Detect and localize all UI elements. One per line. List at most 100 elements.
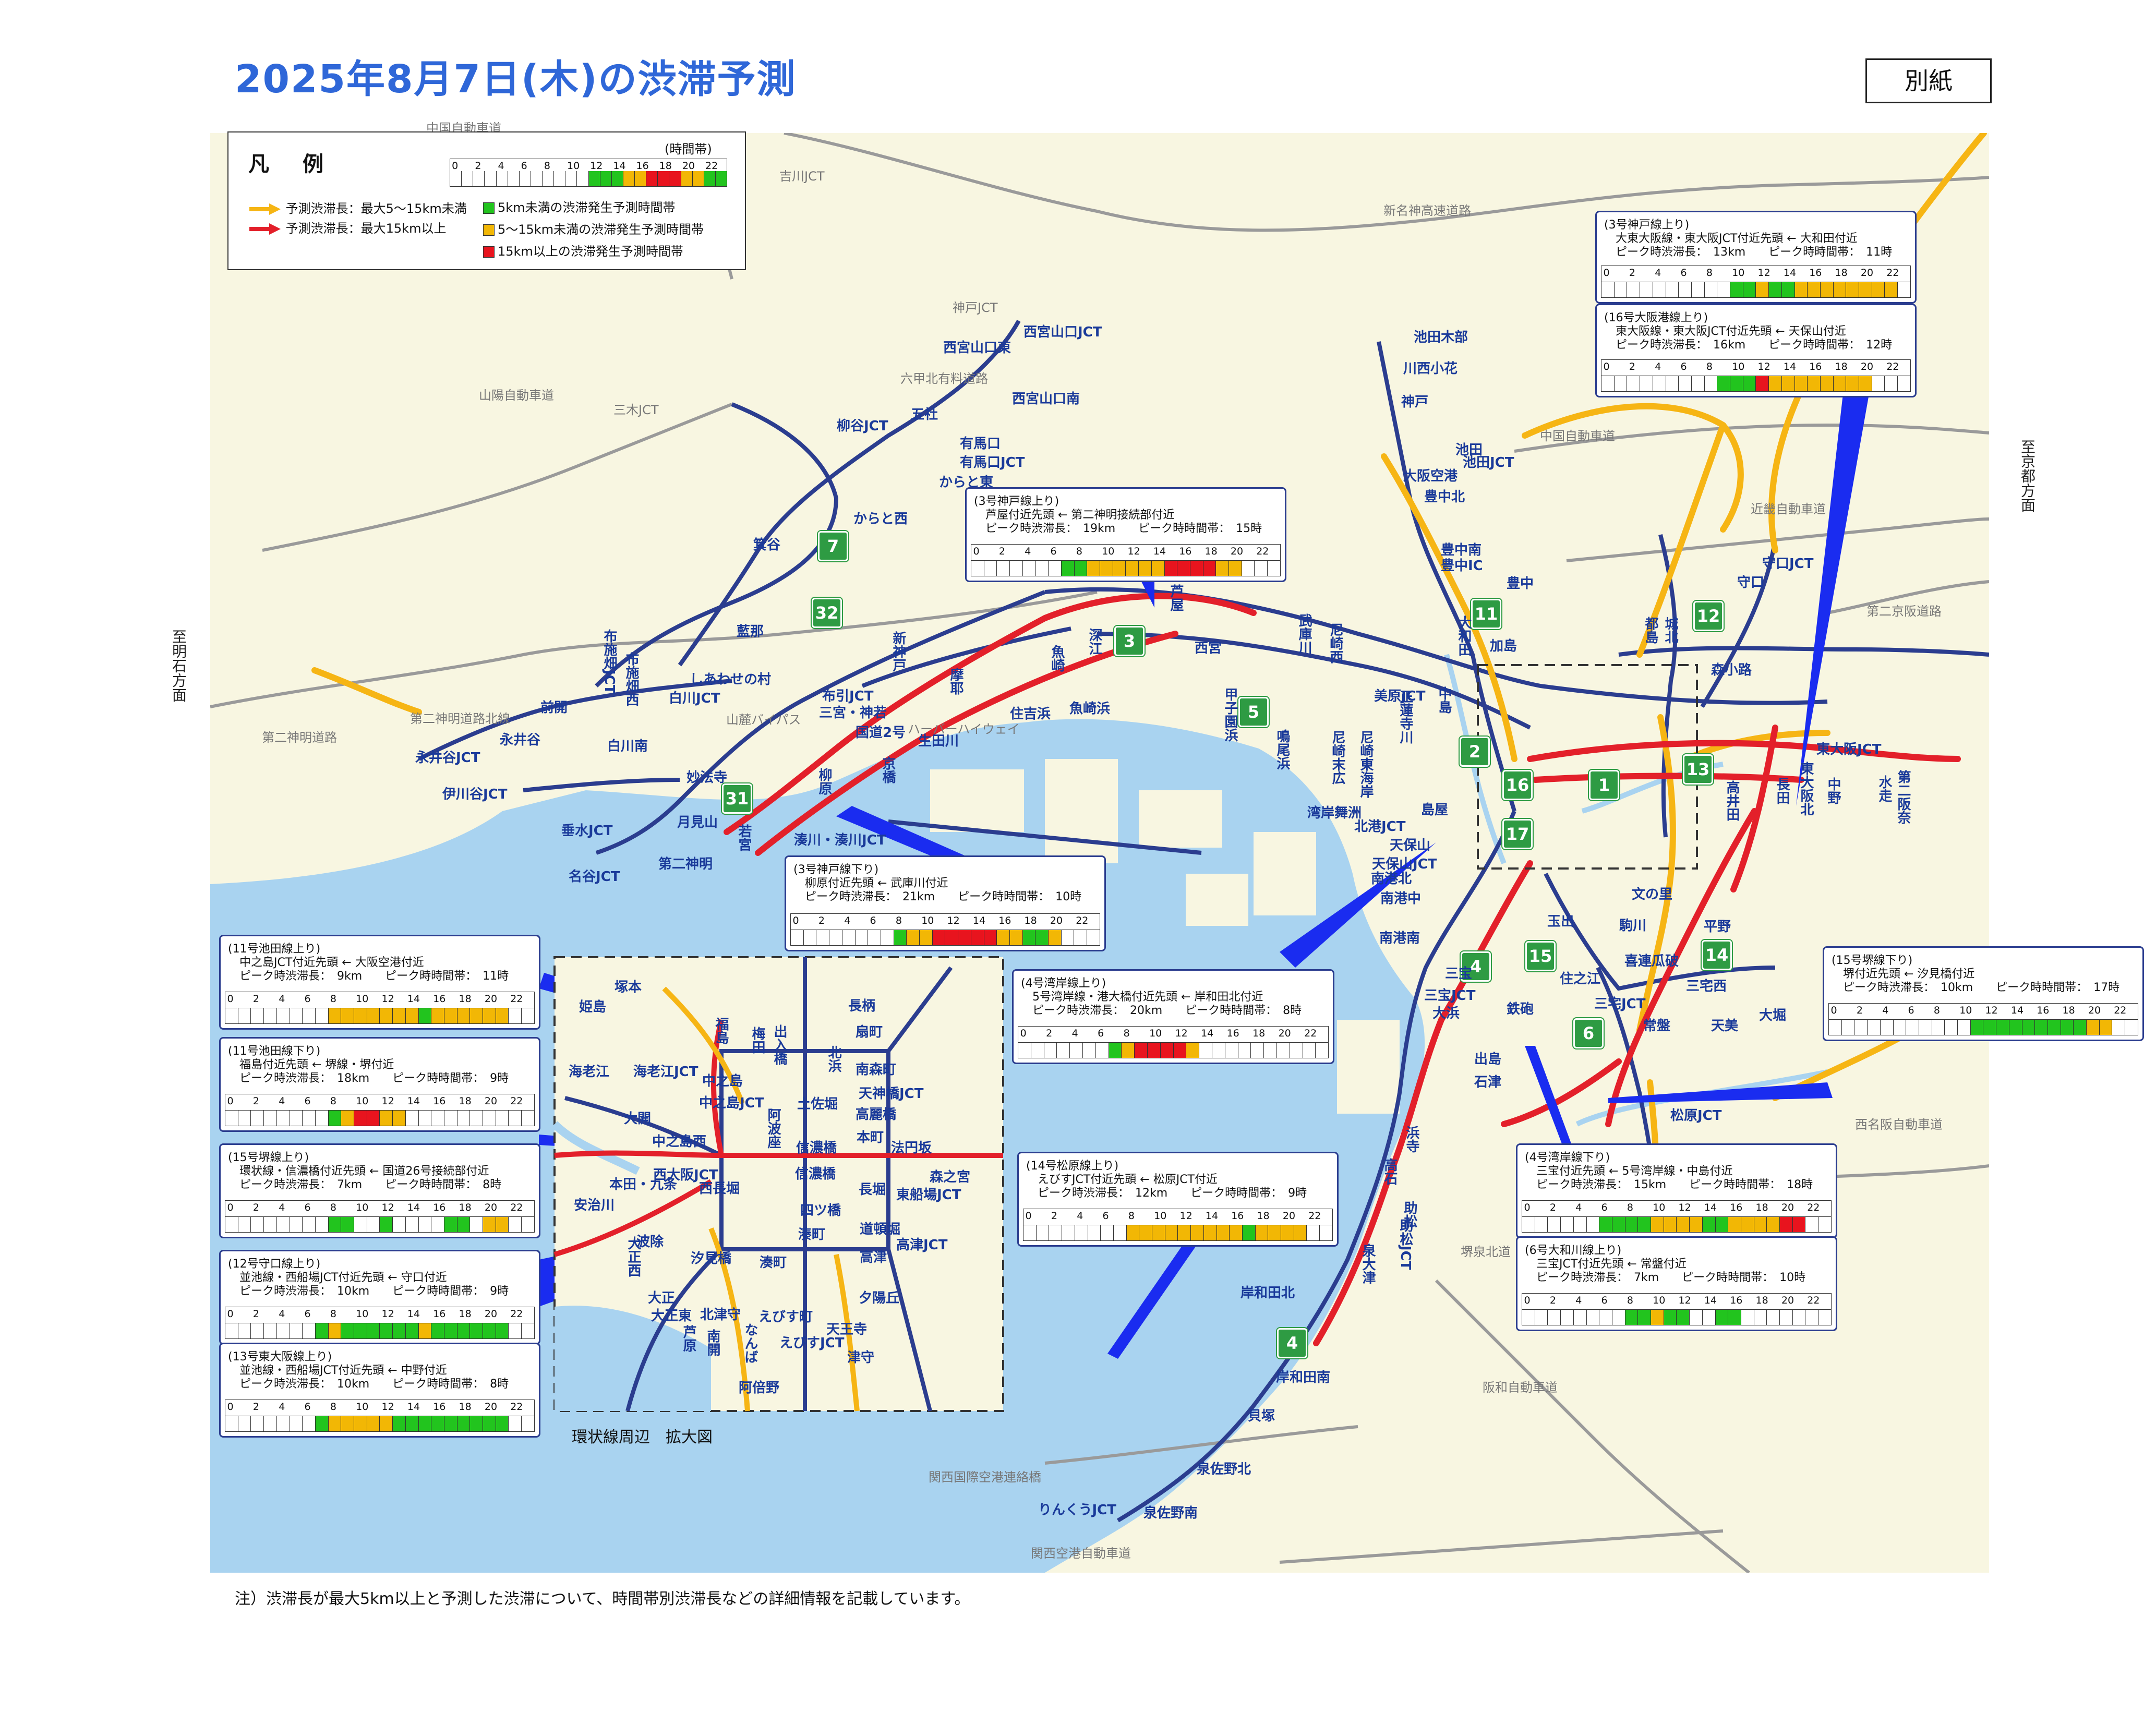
hour-tick: 20 — [682, 160, 695, 172]
road-label: 第二京阪道路 — [1866, 604, 1942, 619]
hour-cell — [483, 1111, 496, 1126]
station-label: 浜寺 — [1404, 1126, 1419, 1153]
hour-tick: 0 — [1025, 1210, 1032, 1222]
hour-tick: 20 — [484, 993, 498, 1005]
hour-cell — [1829, 1020, 1842, 1035]
hour-tick: 20 — [1282, 1210, 1296, 1222]
station-label: 三宮・神若 — [819, 705, 887, 721]
hour-cell — [431, 1416, 444, 1431]
hour-cell — [1586, 1217, 1600, 1232]
hour-tick: 16 — [1730, 1202, 1743, 1213]
route-shield: 16 — [1502, 770, 1533, 800]
hour-tick: 12 — [1678, 1202, 1691, 1213]
hour-cell — [1767, 1217, 1780, 1232]
hour-tick: 8 — [330, 1202, 336, 1213]
hour-tick: 12 — [1175, 1028, 1188, 1039]
hour-cell — [470, 1416, 484, 1431]
hour-tick: 22 — [1256, 546, 1269, 557]
hour-tick: 22 — [510, 1308, 523, 1320]
hour-cell — [1717, 376, 1731, 391]
legend-green: 5km未満の渋滞発生予測時間帯 — [483, 197, 676, 215]
inset-label: 波除 — [636, 1234, 664, 1250]
station-label: 大和田 — [1456, 616, 1472, 656]
hour-cell — [1548, 1310, 1561, 1325]
road-label: 六甲北有料道路 — [900, 371, 988, 386]
route-shield: 15 — [1525, 941, 1556, 971]
inset-label: えびす町 — [758, 1309, 813, 1325]
station-label: 豊中北 — [1424, 489, 1465, 505]
inset-label: 高麗橋 — [856, 1107, 897, 1123]
hour-cell — [1101, 1225, 1114, 1240]
station-label: 鉄砲 — [1507, 1002, 1534, 1017]
hour-cell — [1022, 930, 1036, 945]
hour-cell — [519, 171, 531, 186]
hour-cell — [1704, 376, 1718, 391]
road-label: 山陽自動車道 — [479, 388, 554, 403]
hour-cell — [225, 1111, 238, 1126]
station-label: 前開 — [540, 700, 568, 716]
hour-cell — [1833, 376, 1847, 391]
hour-cell — [315, 1217, 329, 1232]
station-label: 第二神明 — [658, 857, 713, 872]
inset-label: 天王寺 — [826, 1322, 868, 1337]
hour-cell — [1075, 1225, 1088, 1240]
hour-cell — [1190, 561, 1203, 576]
inset-label: 西長堀 — [699, 1181, 740, 1197]
inset-label: 信濃橋 — [795, 1166, 836, 1182]
hour-tick: 10 — [1732, 361, 1745, 372]
hour-cell — [2074, 1020, 2087, 1035]
hour-cell — [1872, 376, 1885, 391]
hour-cell — [431, 1217, 444, 1232]
hour-tick: 16 — [1179, 546, 1192, 557]
hour-cell — [290, 1008, 303, 1023]
hour-tick: 16 — [636, 160, 649, 172]
station-label: 白川JCT — [669, 691, 720, 706]
hour-tick: 10 — [1959, 1005, 1972, 1016]
inset-label: 高津 — [860, 1250, 887, 1265]
time-grid-cells — [225, 1416, 534, 1431]
hour-cell — [1268, 561, 1280, 576]
hour-tick: 18 — [1835, 361, 1848, 372]
hour-cell — [600, 171, 612, 186]
station-label: 池田木部 — [1414, 330, 1468, 345]
station-label: 岸和田南 — [1276, 1370, 1331, 1385]
station-label: 武庫川 — [1296, 613, 1312, 654]
hour-cell — [1601, 376, 1615, 391]
hour-cell — [405, 1323, 419, 1338]
inset-label: 姫島 — [579, 999, 607, 1015]
hour-cell — [1203, 561, 1216, 576]
route-shield: 3 — [1114, 626, 1145, 656]
hour-cell — [341, 1008, 355, 1023]
hour-tick: 18 — [459, 1095, 472, 1107]
hour-tick: 0 — [1524, 1202, 1531, 1213]
hour-cell — [431, 1111, 444, 1126]
hour-cell — [1294, 1225, 1307, 1240]
hour-cell — [1754, 1310, 1767, 1325]
inset-label: 扇町 — [856, 1024, 883, 1040]
hour-tick: 16 — [998, 915, 1011, 926]
hour-cell — [635, 171, 647, 186]
road-label: ハーバーハイウェイ — [908, 722, 1020, 737]
hour-cell — [328, 1111, 342, 1126]
hour-tick: 16 — [1226, 1028, 1239, 1039]
time-grid-cells — [1601, 282, 1910, 297]
hour-cell — [984, 561, 997, 576]
station-label: 住吉浜 — [1010, 706, 1051, 722]
route-shield: 32 — [812, 598, 842, 628]
hour-cell — [1049, 930, 1062, 945]
callout-box: (15号堺線上り) 環状線・信濃橋付近先頭 ← 国道26号接続部付近 ピーク時渋… — [219, 1143, 540, 1238]
hour-cell — [2061, 1020, 2074, 1035]
hour-cell — [1548, 1217, 1561, 1232]
hour-tick: 18 — [1252, 1028, 1266, 1039]
hour-cell — [1199, 1043, 1212, 1058]
hour-tick: 4 — [1655, 361, 1661, 372]
hour-cell — [1653, 282, 1666, 297]
hour-cell — [1010, 561, 1023, 576]
